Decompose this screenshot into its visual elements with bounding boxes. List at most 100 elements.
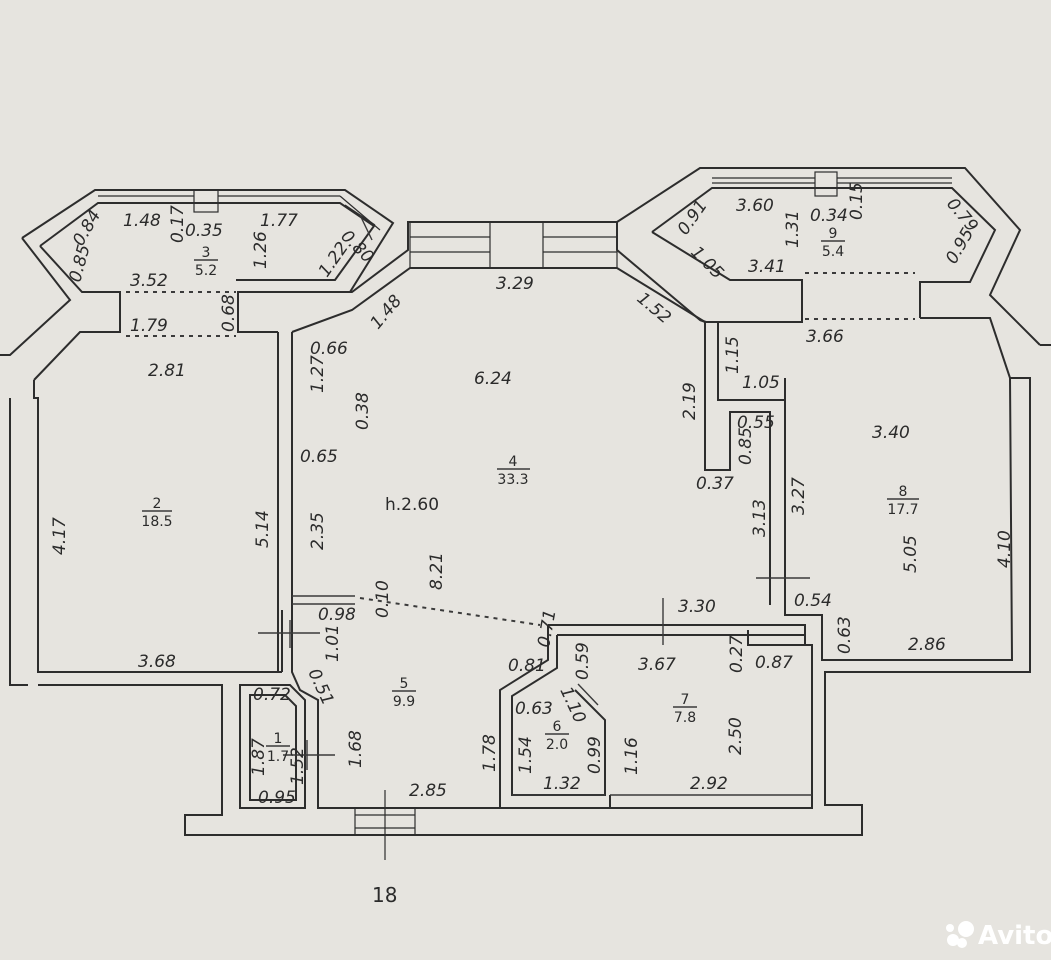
dimension: 1.26 — [251, 231, 271, 269]
watermark-text: Avito — [978, 921, 1051, 951]
dimension: 0.37 — [696, 474, 734, 494]
dimension: 6.24 — [474, 369, 512, 389]
dimension: 3.68 — [138, 652, 176, 672]
room-label-9: 9 5.4 — [821, 226, 845, 260]
dimension: 1.15 — [723, 336, 743, 374]
dimension: 0.34 — [810, 206, 848, 226]
dimension: 0.54 — [794, 591, 832, 611]
room-area: 5.4 — [822, 244, 844, 260]
dimension: 1.16 — [622, 737, 642, 775]
dimension: 5.14 — [253, 510, 273, 548]
room-label-6: 6 2.0 — [545, 719, 569, 753]
dimension: 0.35 — [185, 221, 223, 241]
walls — [0, 167, 1051, 860]
dimension: 3.52 — [130, 271, 168, 291]
dimension: 3.40 — [872, 423, 910, 443]
dimension: 0.10 — [373, 580, 393, 618]
room-area: 33.3 — [497, 472, 528, 488]
dimension: 3.60 — [736, 196, 774, 216]
dimension: 0.81 — [508, 656, 546, 676]
ceiling-height: h.2.60 — [385, 495, 439, 515]
dimension: 1.05 — [742, 373, 780, 393]
dimension: 1.48 — [123, 211, 161, 231]
dimension: 0.27 — [727, 635, 747, 673]
dimension: 2.19 — [680, 382, 700, 420]
dimension: 0.95 — [258, 788, 296, 808]
dimension: 4.10 — [995, 530, 1015, 568]
room-area: 9.9 — [393, 694, 415, 710]
room-label-8: 8 17.7 — [887, 484, 919, 518]
dimension: 2.85 — [409, 781, 447, 801]
room-number: 7 — [681, 692, 690, 708]
dimension: 1.52 — [288, 747, 308, 785]
avito-logo-icon — [946, 921, 974, 948]
dimension: 1.31 — [783, 210, 803, 248]
dimension: 0.72 — [253, 685, 291, 705]
room-area: 17.7 — [887, 502, 918, 518]
dimension: 1.87 — [249, 738, 269, 776]
dimension: 3.41 — [748, 257, 786, 277]
dimensions: 0.84 1.48 0.17 0.35 1.77 0.80 0.85 1.26 … — [50, 182, 1015, 808]
room-number: 9 — [829, 226, 838, 242]
dimension: 0.66 — [310, 339, 348, 359]
wall-bay-left — [21, 189, 395, 333]
room-area: 7.8 — [674, 710, 696, 726]
room-number: 5 — [400, 676, 409, 692]
dimension: 0.38 — [353, 392, 373, 430]
dimension: 0.65 — [300, 447, 338, 467]
dimension: 1.32 — [543, 774, 581, 794]
room-area: 18.5 — [141, 514, 172, 530]
dimension: 1.79 — [130, 316, 168, 336]
dimension: 3.67 — [638, 655, 676, 675]
dimension: 0.99 — [585, 736, 605, 774]
openings — [126, 272, 915, 626]
room-number: 3 — [202, 245, 211, 261]
room-label-3: 3 5.2 — [194, 245, 218, 279]
dimension: 0.98 — [318, 605, 356, 625]
dimension: 3.13 — [750, 499, 770, 537]
dimension: 3.27 — [789, 477, 809, 515]
room-label-4: 4 33.3 — [497, 454, 530, 488]
room-label-1: 1 1.7 — [266, 731, 290, 765]
dimension: 0.68 — [219, 294, 239, 332]
dimension: 0.59 — [573, 642, 593, 680]
dimension: 0.63 — [515, 699, 553, 719]
dimension: 1.54 — [516, 736, 536, 774]
dimension: 0.15 — [847, 182, 867, 220]
dimension: 1.77 — [260, 211, 298, 231]
dimension: 4.17 — [50, 517, 70, 555]
room-number: 2 — [153, 496, 162, 512]
room-number: 4 — [509, 454, 518, 470]
room-label-5: 5 9.9 — [392, 676, 416, 710]
dimension: 2.35 — [308, 512, 328, 550]
dimension: 1.68 — [346, 730, 366, 768]
dimension: 5.05 — [901, 535, 921, 573]
room-area: 2.0 — [546, 737, 568, 753]
dimension: 3.66 — [806, 327, 844, 347]
axis-label: 18 — [372, 883, 397, 907]
room-label-2: 2 18.5 — [141, 496, 172, 530]
room-number: 8 — [899, 484, 908, 500]
dimension: 0.87 — [755, 653, 793, 673]
dimension: 1.78 — [480, 734, 500, 772]
room-number: 1 — [274, 731, 283, 747]
dimension: 0.17 — [168, 205, 188, 243]
room-labels: 1 1.7 2 18.5 3 5.2 4 33.3 5 9.9 6 2.0 — [141, 226, 919, 765]
dimension: 2.92 — [690, 774, 728, 794]
room-label-7: 7 7.8 — [673, 692, 697, 726]
dimension: 8.21 — [427, 552, 447, 590]
dimension: 1.01 — [323, 624, 343, 662]
dimension: 0.63 — [835, 616, 855, 654]
room-number: 6 — [553, 719, 562, 735]
dimension: 1.27 — [308, 355, 328, 393]
watermark: Avito — [946, 921, 1051, 951]
dimension: 0.55 — [737, 413, 775, 433]
room-area: 5.2 — [195, 263, 217, 279]
dimension: 3.29 — [496, 274, 534, 294]
dimension: 2.86 — [908, 635, 946, 655]
dimension: 3.30 — [678, 597, 716, 617]
dimension: 2.81 — [148, 361, 186, 381]
dimension: 2.50 — [726, 717, 746, 755]
